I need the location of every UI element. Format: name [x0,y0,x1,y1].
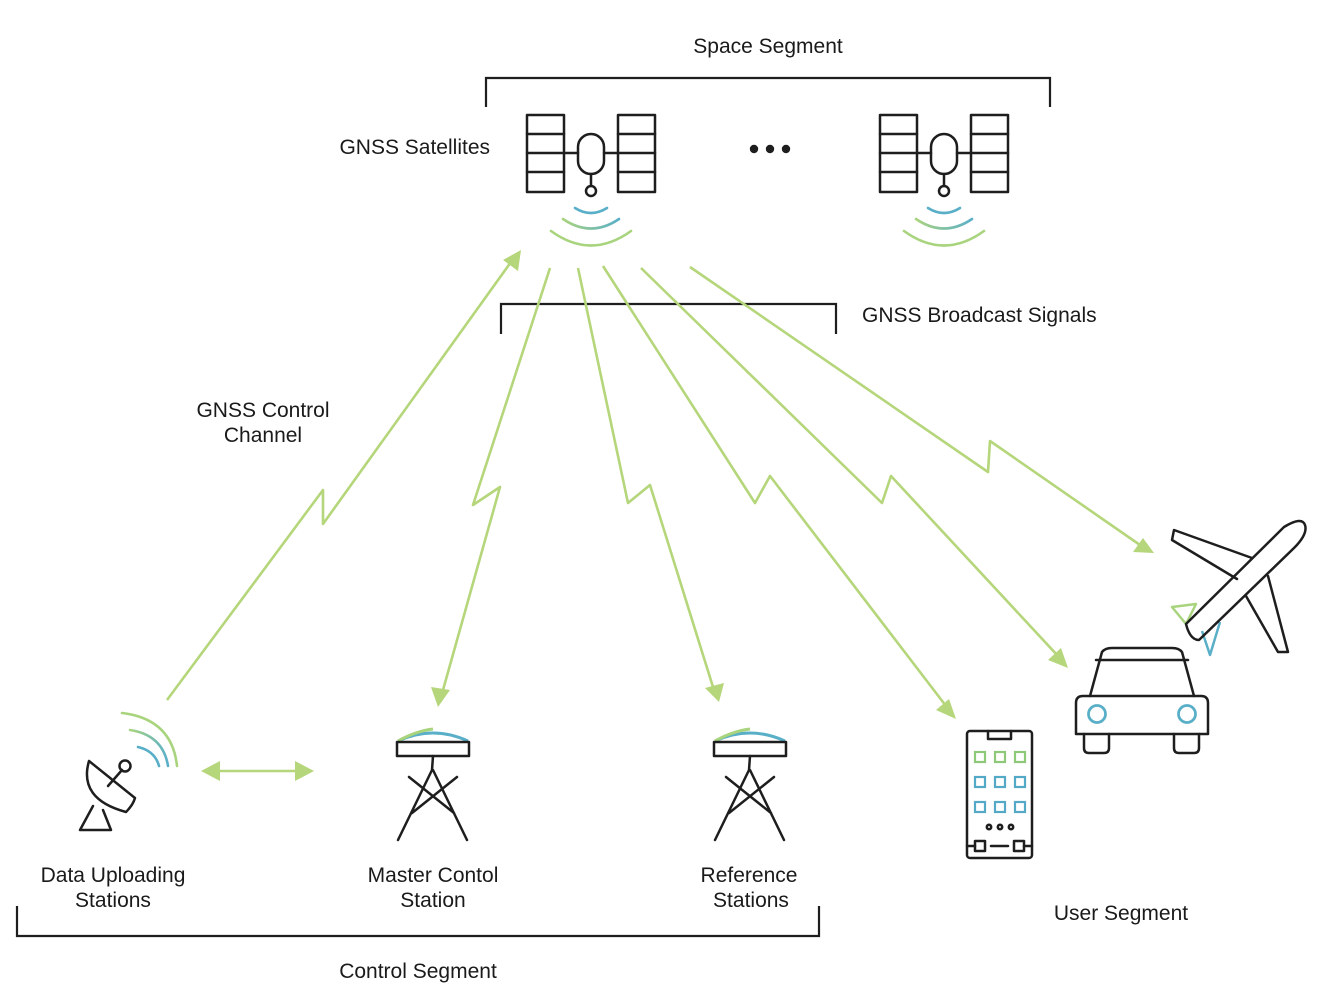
smartphone-icon [965,729,1034,860]
user-segment-label: User Segment [1054,902,1188,925]
data-uploading-label-line1: Data Uploading [41,864,186,887]
broadcast-signals-bracket [499,302,838,334]
control-channel-uplink-arrow [165,250,521,701]
broadcast-arrow-reference-station [576,267,724,702]
gnss-antenna-icon [712,727,788,842]
satellite-signal-waves [902,206,986,247]
gnss-antenna-icon [395,727,471,842]
control-segment-label: Control Segment [339,960,497,983]
reference-stations-label-line2: Stations [713,889,789,912]
broadcast-arrow-airplane [689,265,1154,553]
satellite-icon [878,113,1010,198]
ellipsis-icon [749,144,791,154]
satellite-dish-icon [78,759,137,832]
master-control-label-line1: Master Contol [368,864,499,887]
dish-signal-waves [120,711,179,768]
broadcast-signals-label: GNSS Broadcast Signals [862,304,1097,327]
data-uploading-label-line2: Stations [75,889,151,912]
control-channel-label-line2: Channel [224,424,302,447]
space-segment-bracket [484,76,1052,107]
control-channel-label-line1: GNSS Control [196,399,329,422]
space-segment-label: Space Segment [693,35,843,58]
satellite-signal-waves [549,206,633,247]
gnss-satellites-label: GNSS Satellites [339,136,490,159]
master-control-label-line2: Station [400,889,465,912]
broadcast-arrow-smartphone [601,265,956,719]
car-icon [1074,646,1210,755]
reference-stations-label-line1: Reference [701,864,798,887]
airplane-icon [1170,519,1307,657]
dish-master-link-arrow [201,761,314,781]
broadcast-arrow-car [640,267,1068,668]
control-segment-bracket [15,906,821,938]
satellite-icon [525,113,657,198]
broadcast-arrow-master-station [431,267,552,707]
